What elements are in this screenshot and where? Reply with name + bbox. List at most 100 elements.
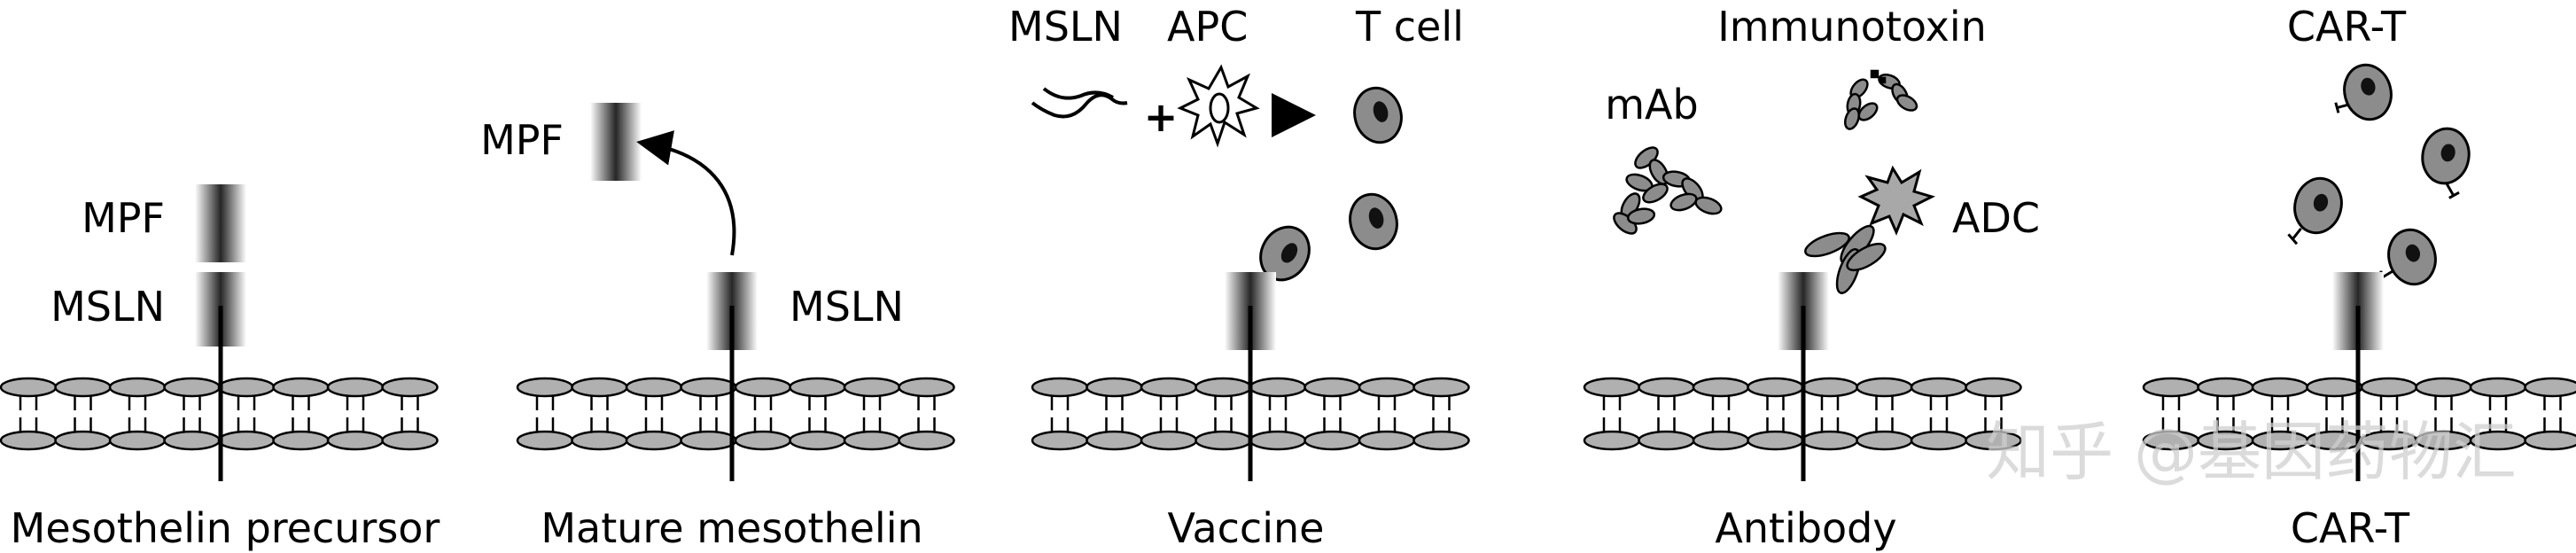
lipid-head — [217, 377, 276, 398]
mpf-label: MPF — [82, 194, 165, 242]
lipid-head — [1910, 430, 1968, 451]
lipid-head — [571, 377, 628, 398]
lipid-head — [516, 430, 574, 451]
lipid-head — [1965, 377, 2022, 398]
lipid-head — [843, 377, 901, 398]
apc-nucleus — [1209, 92, 1230, 124]
peptide-squiggle — [1042, 87, 1114, 100]
lipid-head — [1801, 430, 1859, 451]
membrane-bilayer — [516, 377, 955, 451]
lipid-head — [680, 377, 737, 398]
lipid-head — [2524, 377, 2576, 398]
lipid-head — [1195, 430, 1252, 451]
lipid-head — [789, 430, 846, 451]
lipid-head — [898, 377, 955, 398]
membrane-bilayer — [2142, 377, 2576, 451]
lipid-head — [1910, 377, 1968, 398]
lipid-head — [1638, 377, 1695, 398]
panel-caption: CAR-T — [2291, 504, 2410, 552]
lipid-head — [516, 377, 574, 398]
lipid-head — [571, 430, 628, 451]
lipid-head — [326, 430, 385, 451]
watermark: 知乎 @基因药物汇 — [1986, 415, 2517, 489]
membrane-bilayer — [1583, 377, 2022, 451]
lipid-head — [680, 430, 737, 451]
car-t-cell-icon — [2421, 127, 2471, 199]
lipid-head — [1304, 377, 1361, 398]
lipid-head — [2524, 430, 2576, 451]
lipid-head — [789, 377, 846, 398]
lipid-head — [625, 377, 683, 398]
lipid-head — [1747, 430, 1804, 451]
panel-caption: Antibody — [1715, 504, 1896, 552]
lipid-head — [1747, 377, 1804, 398]
lipid-head — [272, 377, 330, 398]
mpf-label: MPF — [480, 116, 564, 164]
apc-label: APC — [1167, 3, 1248, 51]
lipid-head — [1031, 430, 1089, 451]
lipid-head — [898, 430, 955, 451]
lipid-head — [2142, 377, 2200, 398]
adc-toxin-star-icon — [1857, 165, 1936, 236]
lipid-head — [1031, 377, 1089, 398]
mab-label: mAb — [1605, 81, 1698, 129]
panel-cart: CAR-T CAR-T — [2287, 3, 2471, 552]
lipid-head — [2469, 377, 2527, 398]
immunotoxin-label: Immunotoxin — [1717, 3, 1987, 51]
t-cell-icon — [1353, 86, 1403, 144]
panel-caption: Mature mesothelin — [541, 504, 922, 552]
lipid-head — [1856, 377, 1913, 398]
lipid-head — [381, 430, 439, 451]
lipid-head — [843, 430, 901, 451]
lipid-head — [1583, 430, 1641, 451]
lipid-head — [2415, 377, 2472, 398]
lipid-head — [326, 377, 385, 398]
mpf-released — [590, 103, 642, 181]
release-arrow — [636, 130, 736, 256]
msln-label: MSLN — [1008, 3, 1123, 51]
lipid-head — [2251, 377, 2309, 398]
lipid-head — [1140, 430, 1198, 451]
car-t-cell-icon — [2287, 176, 2343, 245]
membrane-bilayer — [0, 377, 439, 451]
lipid-head — [1086, 430, 1143, 451]
lipid-head — [2306, 377, 2363, 398]
adc-antibody-icon — [1804, 224, 1887, 294]
lipid-head — [54, 430, 112, 451]
lipid-head — [54, 377, 112, 398]
lipid-head — [1304, 430, 1361, 451]
lipid-head — [734, 377, 792, 398]
lipid-head — [1140, 377, 1198, 398]
car-t-cell-icon — [2334, 63, 2393, 121]
membrane-bilayer — [1031, 377, 1470, 451]
panel-caption: Mesothelin precursor — [11, 504, 440, 552]
lipid-head — [163, 377, 221, 398]
panel-antibody: Immunotoxin mAb ADC — [1605, 3, 2040, 552]
lipid-head — [2360, 377, 2418, 398]
lipid-head — [381, 377, 439, 398]
lipid-head — [1801, 377, 1859, 398]
lipid-head — [1358, 430, 1416, 451]
lipid-head — [1856, 430, 1913, 451]
panel-caption: Vaccine — [1168, 504, 1325, 552]
lipid-head — [734, 430, 792, 451]
lipid-head — [108, 377, 167, 398]
lipid-head — [2197, 377, 2254, 398]
panel-precursor: MPF MSLN Mesothelin precursor — [11, 184, 440, 552]
cell-membranes — [0, 377, 2576, 451]
lipid-head — [108, 430, 167, 451]
cart-label: CAR-T — [2287, 3, 2407, 51]
lipid-head — [1692, 430, 1750, 451]
lipid-head — [1413, 377, 1470, 398]
lipid-head — [1249, 430, 1307, 451]
peptide-squiggle — [1031, 93, 1128, 119]
lipid-head — [1692, 377, 1750, 398]
t-cell-icon — [1259, 225, 1311, 282]
lipid-head — [1249, 377, 1307, 398]
lipid-head — [1965, 430, 2022, 451]
lipid-head — [1358, 377, 1416, 398]
tcell-label: T cell — [1355, 3, 1464, 51]
panel-mature: MPF MSLN Mature mesothelin — [480, 103, 923, 552]
lipid-head — [217, 430, 276, 451]
